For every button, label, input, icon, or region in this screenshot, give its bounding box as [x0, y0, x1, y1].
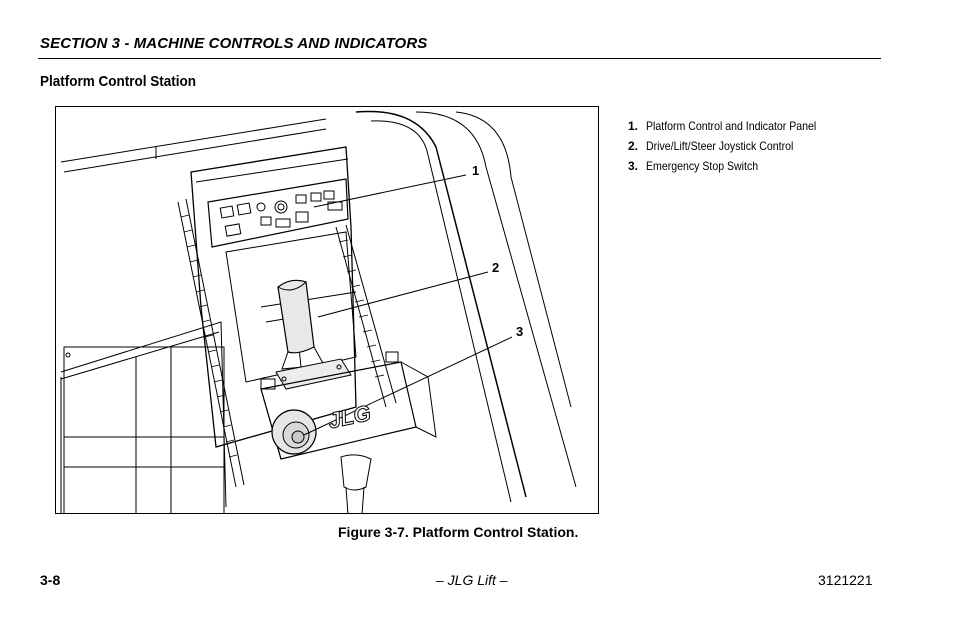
legend-number: 2.	[628, 139, 639, 153]
document-number: 3121221	[818, 572, 873, 588]
figure-caption: Figure 3-7. Platform Control Station.	[338, 524, 579, 540]
legend-item: 2. Drive/Lift/Steer Joystick Control	[628, 139, 839, 159]
legend-item: 3. Emergency Stop Switch	[628, 159, 839, 179]
page-number: 3-8	[40, 572, 61, 588]
callout-3: 3	[516, 324, 524, 339]
jlg-logo: JLG	[326, 400, 373, 433]
legend-text: Platform Control and Indicator Panel	[646, 119, 817, 133]
legend-number: 3.	[628, 159, 639, 173]
footer-center-text: – JLG Lift –	[436, 572, 508, 588]
legend-text: Emergency Stop Switch	[646, 159, 759, 173]
legend-item: 1. Platform Control and Indicator Panel	[628, 119, 839, 139]
legend-number: 1.	[628, 119, 639, 133]
platform-control-station-illustration: JLG	[60, 110, 577, 513]
callout-2: 2	[492, 260, 500, 275]
page-heading: Platform Control Station	[40, 73, 196, 90]
header-rule	[38, 58, 881, 59]
figure-legend: 1. Platform Control and Indicator Panel …	[628, 119, 839, 179]
legend-text: Drive/Lift/Steer Joystick Control	[646, 139, 794, 153]
callout-1: 1	[472, 163, 480, 178]
section-title: SECTION 3 - MACHINE CONTROLS AND INDICAT…	[40, 35, 428, 52]
figure-frame: JLG 1 2 3	[55, 106, 599, 514]
